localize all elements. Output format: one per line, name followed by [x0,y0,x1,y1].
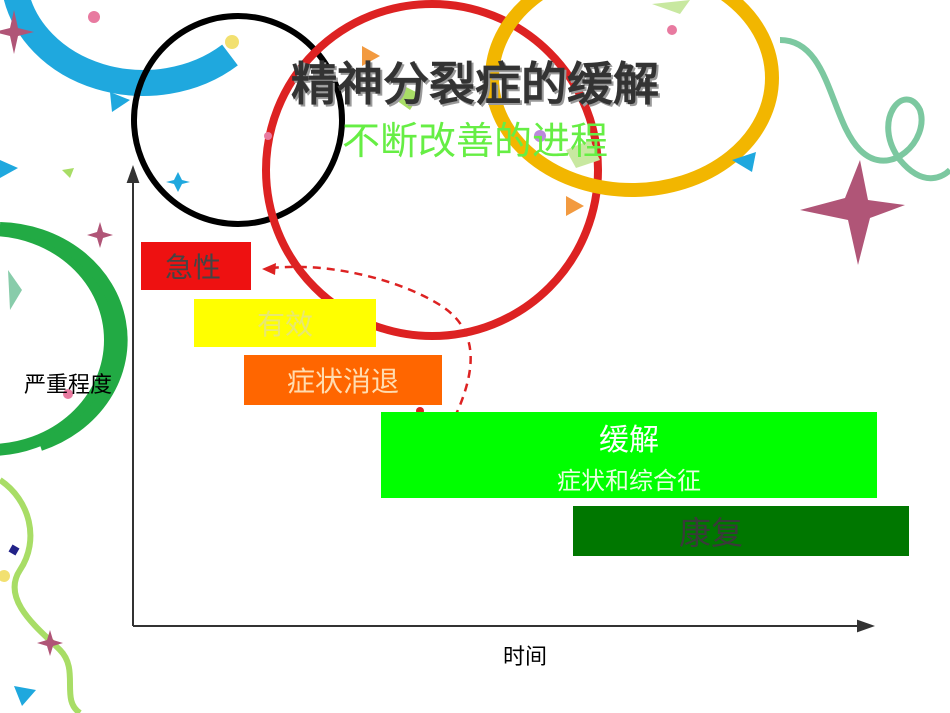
stage-remission-sublabel: 症状和综合征 [557,466,701,495]
chart-axes [126,165,875,633]
stage-recovery-label: 康复 [678,514,743,552]
x-axis-label: 时间 [503,645,548,670]
black-ring-decoration [131,13,345,227]
stage-acute: 急性 [141,242,251,290]
stage-effective: 有效 [194,299,376,347]
yellow-ring-decoration [485,0,779,197]
lime-streamer-decoration [0,477,82,713]
stage-remission: 缓解 症状和综合征 [381,412,877,498]
blue-arc-decoration [3,0,238,96]
relapse-arrow-head [262,263,276,275]
stage-remission-label: 缓解 [599,422,659,458]
stage-symptom-regress-label: 症状消退 [286,365,399,398]
red-ring-decoration [262,0,602,340]
star-decoration [0,10,905,656]
page-subtitle: 不断改善的进程 [341,119,608,163]
teal-streamer-decoration [779,37,950,182]
stage-recovery: 康复 [573,506,909,556]
stage-symptom-regress: 症状消退 [244,355,442,405]
y-axis-label: 严重程度 [24,373,113,398]
page-title: 精神分裂症的缓解 [291,57,659,111]
stage-effective-label: 有效 [256,308,313,341]
stage-acute-label: 急性 [165,251,222,284]
